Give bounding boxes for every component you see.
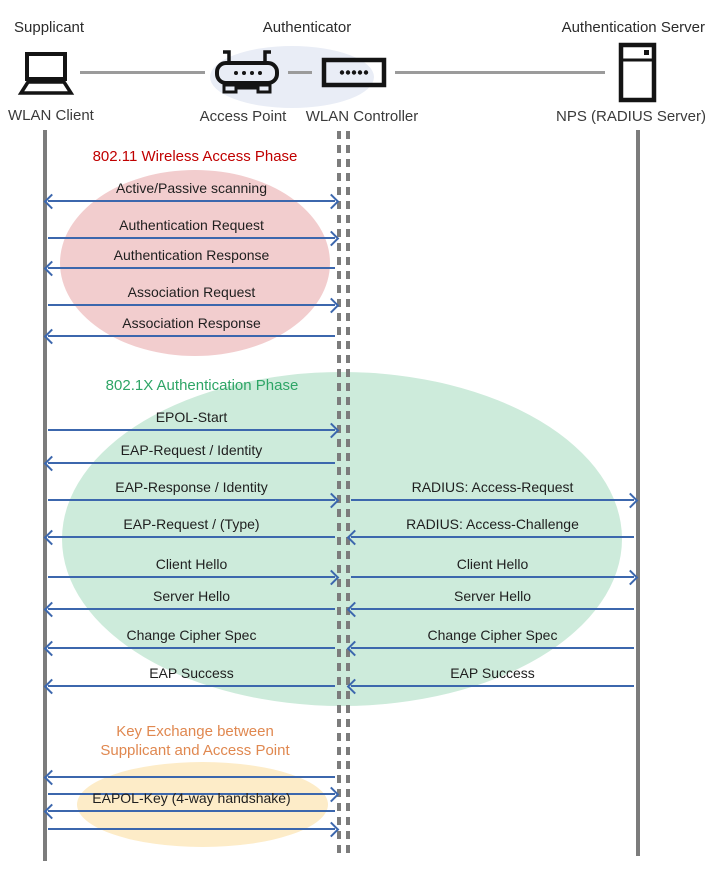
nps-radius-server-label: NPS (RADIUS Server) [555,108,707,125]
message-arrow-left [43,678,335,695]
wlc-lifeline-dashed-right [346,131,350,857]
key-exchange-title-line1: Key Exchange between [116,723,274,740]
message-arrow-right [351,569,639,586]
message-label: EAPOL-Key (4-way handshake) [92,790,291,806]
message-label: Active/Passive scanning [116,180,267,196]
laptop-icon [15,51,77,97]
message-arrow-right [48,786,340,803]
wlan-controller-label: WLAN Controller [305,108,419,125]
authenticator-group-ellipse [210,46,374,108]
message-arrow-left [43,803,335,820]
message-label: Change Cipher Spec [427,627,558,643]
key-exchange-title-line2: Supplicant and Access Point [100,742,290,759]
connector-wlc-server [395,71,605,74]
supplicant-role-title: Supplicant [14,19,85,36]
message-arrow-left [43,328,335,345]
wireless-phase-title: 802.11 Wireless Access Phase [92,148,298,165]
message-arrow-left [346,678,634,695]
message-label: Client Hello [155,556,228,572]
message-label: Authentication Request [119,217,264,233]
message-arrow-left [43,640,335,657]
message-label: Server Hello [152,588,231,604]
message-arrow-right [48,297,340,314]
server-lifeline [636,130,640,856]
message-label: Server Hello [453,588,532,604]
message-label: EAP Success [149,665,234,681]
auth-server-role-title: Authentication Server [561,19,705,36]
message-arrow-right [48,569,340,586]
server-icon [618,42,658,104]
authenticator-role-title: Authenticator [262,19,352,36]
message-arrow-right [351,492,639,509]
message-arrow-left [43,601,335,618]
message-arrow-left [346,601,634,618]
message-label: Client Hello [456,556,529,572]
message-label: EAP-Request / Identity [120,442,263,458]
message-arrow-left [346,529,634,546]
dot1x-phase-title: 802.1X Authentication Phase [105,377,299,394]
wlan-client-label: WLAN Client [8,107,94,124]
message-label: EAP Success [450,665,535,681]
message-label: Association Request [127,284,256,300]
message-arrow-both [43,193,340,210]
message-label: EAP-Response / Identity [115,479,268,495]
supplicant-lifeline [43,130,47,861]
message-label: RADIUS: Access-Request [411,479,574,495]
connector-client-ap [80,71,205,74]
message-arrow-right [48,422,340,439]
dot1x-phase-ellipse [62,372,622,706]
message-label: Authentication Response [113,247,270,263]
message-arrow-right [48,821,340,838]
key-exchange-phase-title: Key Exchange between Supplicant and Acce… [70,722,320,760]
message-arrow-left [43,455,335,472]
message-arrow-right [48,492,340,509]
message-label: EPOL-Start [155,409,228,425]
message-arrow-left [43,260,335,277]
message-arrow-left [346,640,634,657]
message-arrow-left [43,529,335,546]
connector-ap-wlc [288,71,312,74]
access-point-icon [214,48,280,96]
message-label: EAP-Request / (Type) [123,516,260,532]
wlan-controller-icon [321,57,387,89]
message-label: Change Cipher Spec [126,627,257,643]
access-point-label: Access Point [199,108,287,125]
message-label: RADIUS: Access-Challenge [406,516,579,532]
wlc-lifeline-dashed-left [337,131,341,857]
message-label: Association Response [122,315,261,331]
message-arrow-left [43,769,335,786]
message-arrow-right [48,230,340,247]
